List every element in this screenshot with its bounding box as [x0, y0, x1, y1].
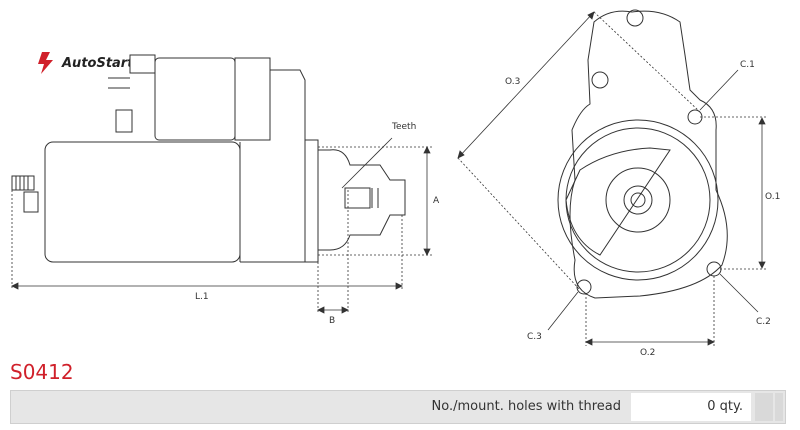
spec-label: No./mount. holes with thread: [431, 399, 621, 414]
logo-icon: [38, 52, 53, 74]
autostart-logo: AutoStart: [38, 52, 134, 74]
spec-cell-blank-2: [775, 393, 783, 421]
starter-front-view: [557, 9, 728, 299]
spec-row: No./mount. holes with thread 0 qty.: [10, 390, 786, 424]
spec-cell-blank-1: [755, 393, 773, 421]
dimension-o2-label: O.2: [640, 348, 655, 358]
dimension-b-label: B: [329, 316, 335, 326]
front-view-dimensions: [457, 11, 768, 346]
dimension-l1-label: L.1: [195, 292, 209, 302]
spec-value: 0 qty.: [631, 393, 751, 421]
dimension-o1-label: O.1: [765, 192, 780, 202]
starter-side-view: [11, 54, 406, 263]
logo-text: AutoStart: [61, 56, 134, 71]
dimension-a-label: A: [433, 196, 440, 206]
dimension-o3-label: O.3: [505, 77, 520, 87]
hole-c3-label: C.3: [527, 332, 542, 342]
part-code: S0412: [10, 360, 74, 384]
side-view-dimensions: [11, 137, 432, 314]
hole-c2-label: C.2: [756, 317, 771, 327]
hole-c1-label: C.1: [740, 60, 755, 70]
teeth-label: Teeth: [391, 122, 416, 132]
starter-motor-technical-drawing: AutoStart: [11, 9, 780, 358]
